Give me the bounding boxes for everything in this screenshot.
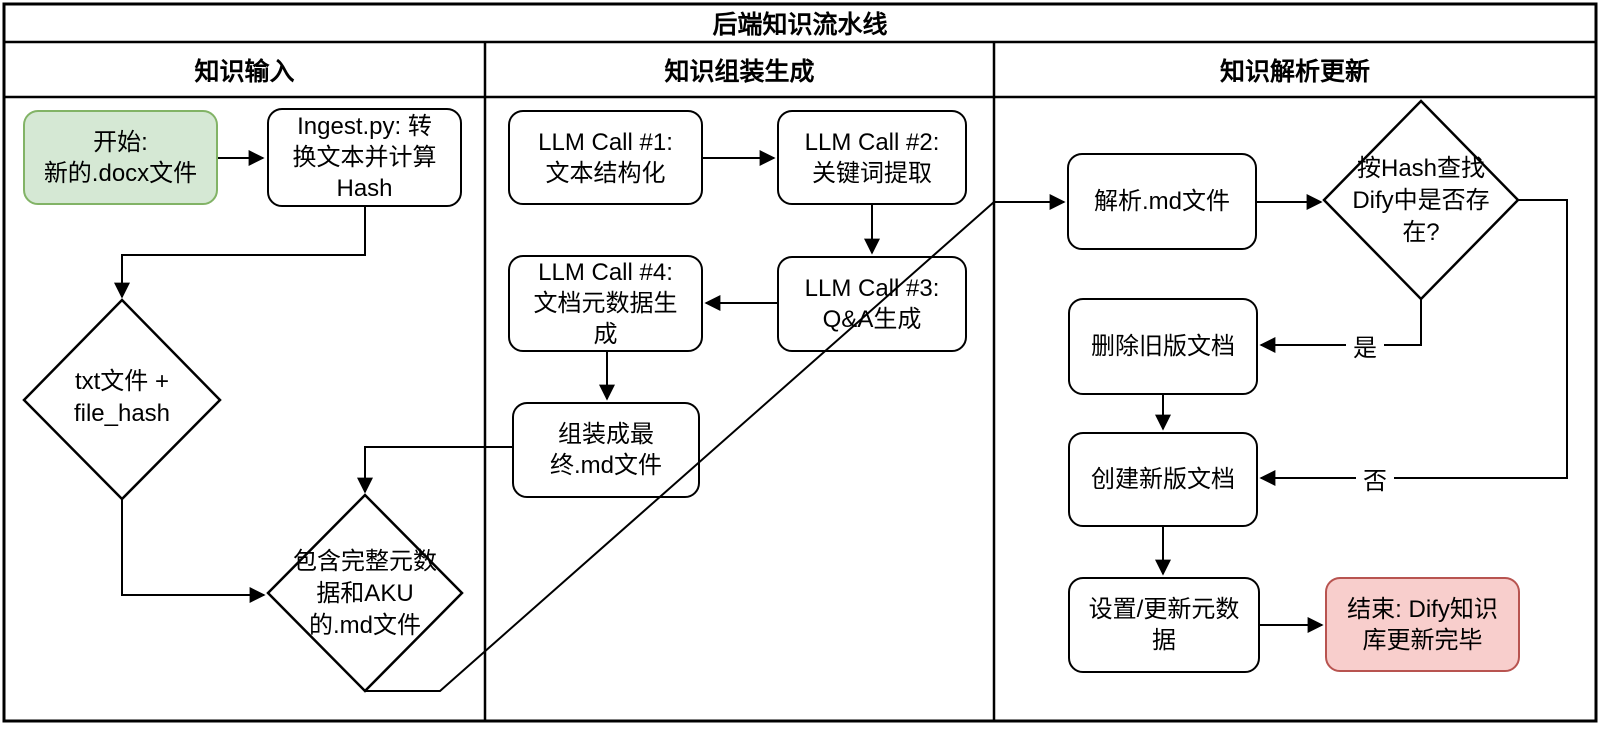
lane-header-knowledge-parse-update: 知识解析更新 [1219, 57, 1370, 86]
node-delete-old-doc: 删除旧版文档 [1068, 298, 1258, 395]
node-llm-call-2: LLM Call #2: 关键词提取 [777, 110, 967, 205]
lane-header-knowledge-input: 知识输入 [194, 57, 295, 86]
decision-diamonds [22, 99, 1520, 693]
node-ingest-py: Ingest.py: 转 换文本并计算 Hash [267, 108, 462, 207]
edge-hash-lookup-yes-to-delete [1259, 299, 1422, 353]
edge-label-no: 否 [1356, 463, 1394, 495]
label-diamond-aku-md: 包含完整元数 据和AKU 的.md文件 [293, 548, 437, 639]
edge-label-yes: 是 [1346, 330, 1384, 362]
node-end-dify-updated: 结束: Dify知识 库更新完毕 [1325, 577, 1520, 672]
node-llm-call-1: LLM Call #1: 文本结构化 [508, 110, 703, 205]
edge-txt-hash-to-aku-md [121, 499, 266, 603]
node-start-new-docx: 开始: 新的.docx文件 [23, 110, 218, 205]
node-llm-call-4: LLM Call #4: 文档元数据生 成 [508, 255, 703, 352]
edge-ingest-to-txt-hash [114, 207, 366, 299]
node-parse-md: 解析.md文件 [1067, 153, 1257, 250]
label-diamond-hash-lookup: 按Hash查找 Dify中是否存 在? [1352, 155, 1490, 246]
label-diamond-txt-hash: txt文件 + file_hash [73, 368, 171, 427]
node-set-update-metadata: 设置/更新元数 据 [1068, 577, 1260, 673]
edge-assemble-to-aku-md [357, 446, 512, 494]
node-llm-call-3: LLM Call #3: Q&A生成 [777, 256, 967, 352]
lane-header-knowledge-assembly: 知识组装生成 [664, 57, 815, 86]
node-create-new-doc: 创建新版文档 [1068, 432, 1258, 527]
node-assemble-final-md: 组装成最 终.md文件 [512, 402, 700, 498]
diagram-title: 后端知识流水线 [712, 11, 888, 39]
